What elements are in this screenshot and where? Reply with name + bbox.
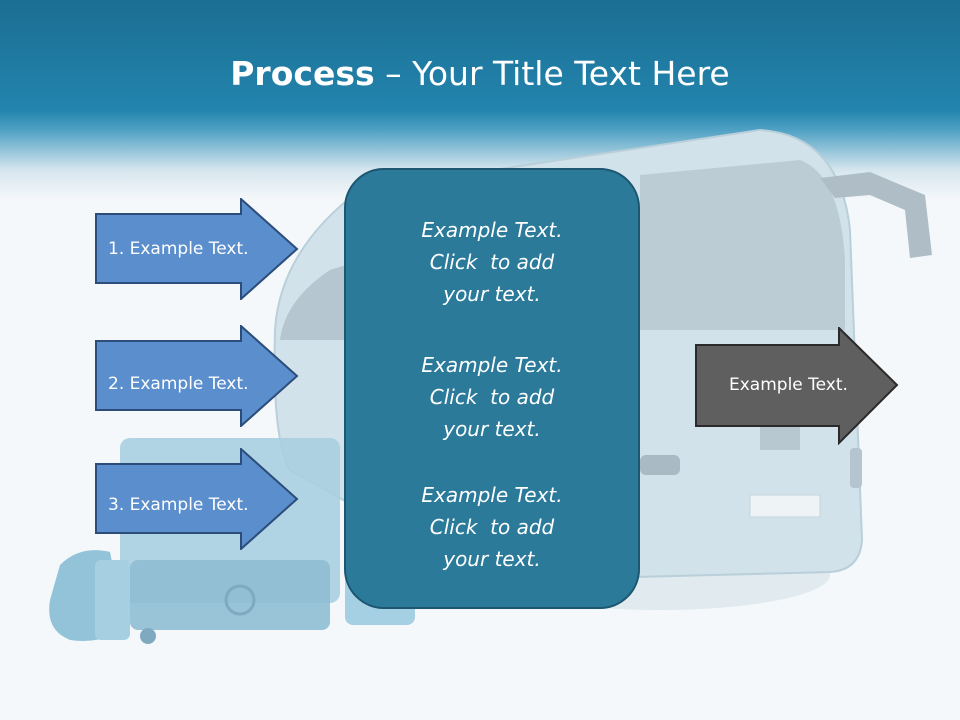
right-arrow-shape-icon	[695, 327, 899, 445]
title-bold: Process	[230, 54, 375, 93]
center-paragraph-3-line-1: Example Text.	[421, 483, 563, 507]
result-label: Example Text.	[729, 375, 848, 395]
step-label-3: 3. Example Text.	[108, 495, 249, 515]
right-arrow-shape-icon	[95, 325, 299, 427]
step-arrow-1[interactable]: 1. Example Text.	[95, 198, 299, 300]
center-paragraph-1-line-3: your text.	[443, 282, 541, 306]
center-paragraph-2-line-2: Click to add	[429, 385, 555, 409]
center-paragraph-1-line-1: Example Text.	[421, 218, 563, 242]
step-arrow-3[interactable]: 3. Example Text.	[95, 448, 299, 550]
center-paragraph-3: Example Text. Click to add your text.	[346, 479, 638, 575]
right-arrow-shape-icon	[95, 448, 299, 550]
center-paragraph-2: Example Text. Click to add your text.	[346, 349, 638, 445]
center-paragraph-3-line-3: your text.	[443, 547, 541, 571]
step-arrow-2[interactable]: 2. Example Text.	[95, 325, 299, 427]
slide-title: Process – Your Title Text Here	[0, 52, 960, 96]
center-paragraph-2-line-3: your text.	[443, 417, 541, 441]
center-paragraph-3-line-2: Click to add	[429, 515, 555, 539]
center-text-box[interactable]: Example Text. Click to add your text. Ex…	[344, 168, 640, 609]
right-arrow-shape-icon	[95, 198, 299, 300]
center-paragraph-1: Example Text. Click to add your text.	[346, 214, 638, 310]
title-rest: – Your Title Text Here	[374, 54, 730, 93]
step-label-2: 2. Example Text.	[108, 373, 249, 394]
result-arrow[interactable]: Example Text.	[695, 327, 899, 445]
center-paragraph-1-line-2: Click to add	[429, 250, 555, 274]
center-paragraph-2-line-1: Example Text.	[421, 353, 563, 377]
step-label-1: 1. Example Text.	[108, 239, 249, 259]
